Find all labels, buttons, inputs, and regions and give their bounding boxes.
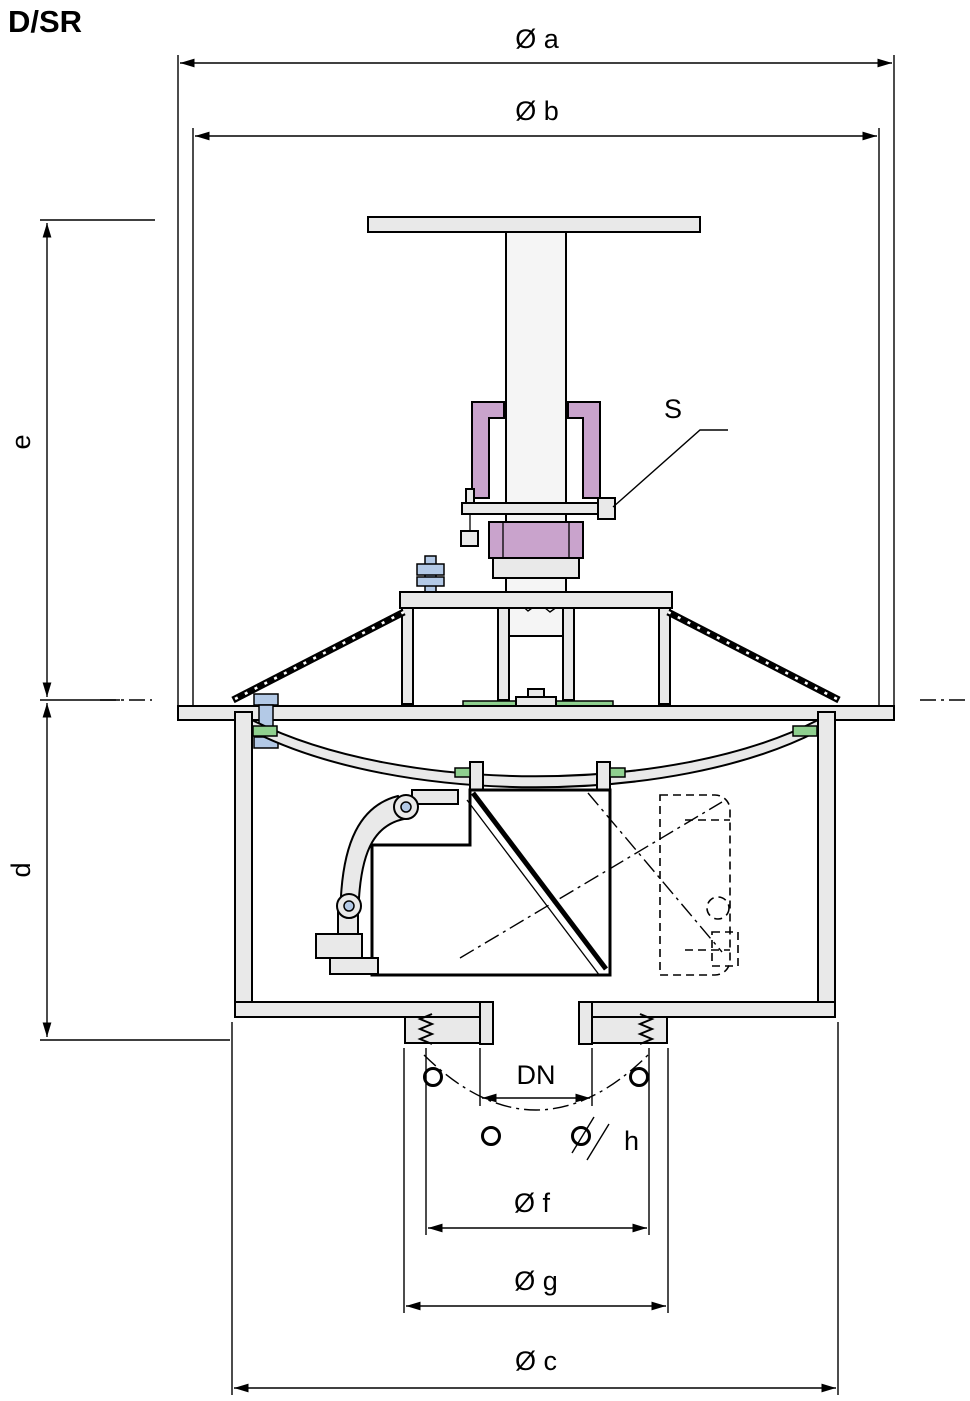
s-part (597, 497, 616, 520)
gland (492, 557, 580, 579)
dim-e-label: e (6, 434, 36, 449)
bolt-hole (629, 1067, 649, 1087)
inner-tube-wall-left (497, 607, 510, 701)
mounting-flange (177, 693, 895, 749)
bonnet-bolt-washer (416, 576, 445, 587)
dim-b-label: Ø b (515, 96, 559, 126)
crossbar (461, 502, 611, 515)
dimension-e: e (6, 219, 155, 701)
stuffing-box (488, 521, 584, 559)
dome-plate (251, 718, 819, 789)
bolt-hole (571, 1126, 591, 1146)
tube-gasket-left (454, 767, 471, 778)
pin (465, 488, 475, 504)
dimension-f: Ø f (425, 1048, 650, 1235)
bolt-circle: h (423, 1054, 649, 1161)
left-mechanism (315, 789, 459, 975)
bonnet-wall-left (401, 607, 414, 705)
dimension-b: Ø b (192, 96, 880, 705)
dim-d-label: d (6, 862, 36, 877)
inner-tube-wall-right (562, 607, 575, 701)
valve-flap (471, 791, 608, 971)
s-callout: S (612, 394, 728, 508)
h-callout: h (571, 1116, 639, 1161)
dim-h-label: h (624, 1126, 639, 1156)
base-bracket (315, 933, 363, 959)
outlet-wall-right (578, 1001, 593, 1045)
bonnet-wall-right (658, 607, 671, 705)
cone-skirt (231, 608, 841, 704)
dimension-dn: DN (479, 1048, 593, 1106)
pivot-lower-pin (343, 900, 355, 912)
gasket-right (792, 725, 818, 737)
dim-c-label: Ø c (515, 1346, 557, 1376)
dim-f-label: Ø f (514, 1188, 551, 1218)
yoke-right (567, 401, 601, 499)
flange-plate (177, 705, 895, 721)
hanging-block (460, 530, 479, 547)
bolt-hole (423, 1067, 443, 1087)
dimension-c: Ø c (231, 1022, 839, 1395)
spring-left (417, 1013, 435, 1045)
dim-a-label: Ø a (515, 24, 560, 54)
body-wall-right (817, 711, 836, 1015)
bonnet-top-plate (399, 591, 673, 609)
body-bottom-left (234, 1001, 486, 1018)
bonnet-bolt-nut (416, 563, 445, 576)
tube-gasket-right (609, 767, 626, 778)
gasket-bolt (527, 688, 545, 698)
base-foot (329, 957, 379, 975)
stem-assembly (367, 216, 701, 637)
outlet-wall-left (479, 1001, 494, 1045)
flange-bolt-head (253, 693, 279, 706)
bolt-hole (481, 1126, 501, 1146)
top-cap-plate (367, 216, 701, 233)
spring-right (637, 1013, 655, 1045)
pivot-upper-pin (400, 801, 412, 813)
drawing-title: D/SR (8, 4, 82, 39)
dimension-g: Ø g (403, 1048, 669, 1313)
yoke-left (471, 401, 505, 499)
right-mechanism-hidden (659, 794, 739, 976)
clamp-bracket (411, 789, 459, 805)
spindle (505, 231, 567, 525)
dim-g-label: Ø g (514, 1266, 558, 1296)
dim-dn-label: DN (517, 1060, 556, 1090)
dimension-a: Ø a (177, 24, 895, 705)
valve-body (234, 711, 836, 1045)
gasket-plate (515, 696, 557, 707)
s-label: S (664, 394, 682, 424)
gasket-left (252, 725, 278, 737)
body-wall-left (234, 711, 253, 1015)
body-bottom-right (586, 1001, 836, 1018)
outlet-flange-left (404, 1016, 481, 1044)
outlet-flange-right (591, 1016, 668, 1044)
bonnet-assembly (231, 555, 841, 715)
dimension-d: d (6, 703, 230, 1041)
